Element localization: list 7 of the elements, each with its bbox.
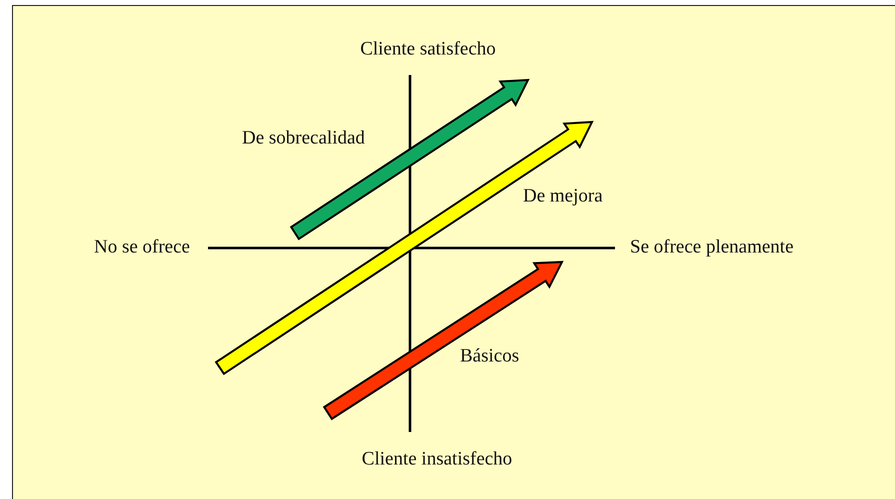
category-label: De mejora — [523, 186, 603, 208]
category-label: Básicos — [460, 346, 520, 368]
axis-label: Se ofrece plenamente — [630, 236, 794, 260]
category-label: De sobrecalidad — [242, 128, 365, 150]
axis-label: Cliente satisfecho — [360, 38, 496, 62]
axis-label: No se ofrece — [94, 236, 190, 260]
axis-label: Cliente insatisfecho — [362, 448, 512, 472]
